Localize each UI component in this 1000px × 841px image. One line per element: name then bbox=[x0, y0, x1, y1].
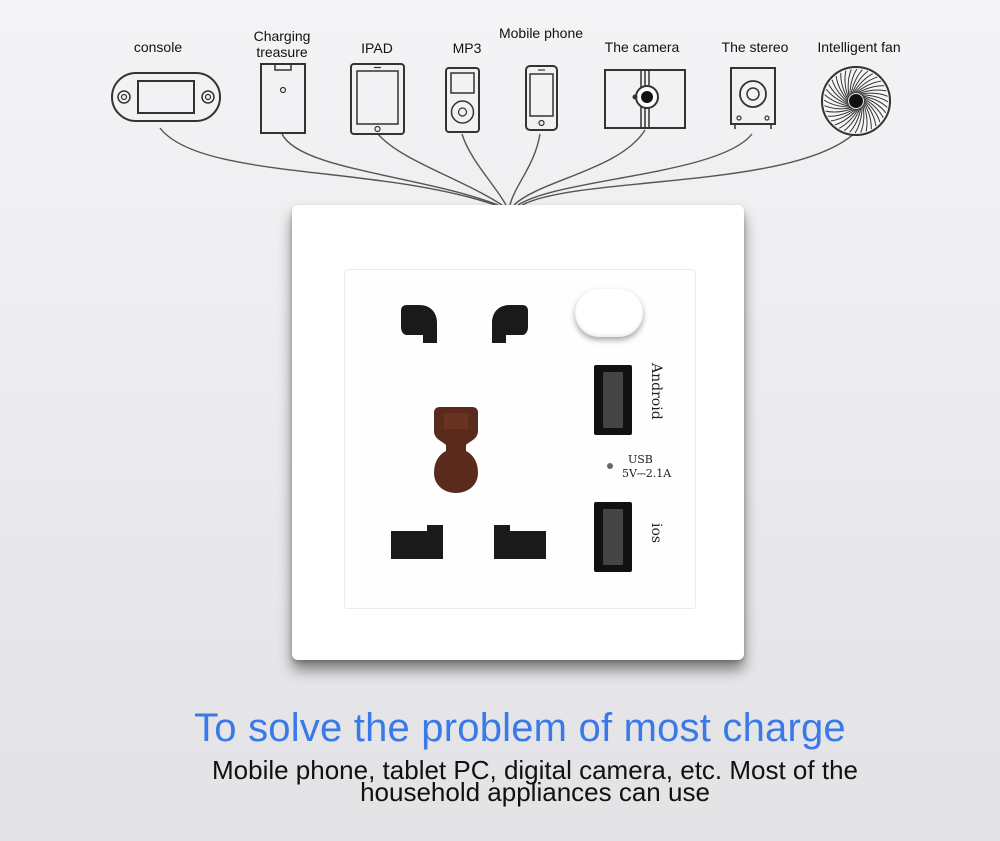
usb-spec-label: USB 5V⎓2.1A bbox=[622, 453, 671, 481]
fan-blade-line bbox=[825, 108, 854, 113]
fan-blade-line bbox=[834, 108, 858, 126]
socket-earth-hole bbox=[434, 407, 478, 493]
game-console-icon bbox=[111, 72, 221, 122]
tablet-icon bbox=[350, 63, 405, 135]
device-label-fan: Intelligent fan bbox=[817, 39, 901, 55]
fan-blade-line bbox=[840, 72, 849, 100]
usb-port-tongue bbox=[603, 509, 623, 565]
fan-blade-line bbox=[849, 68, 858, 96]
mobile-phone-icon bbox=[525, 65, 558, 131]
camera-icon bbox=[604, 69, 686, 129]
speaker-icon bbox=[730, 67, 776, 129]
fan-blade-line bbox=[863, 103, 868, 132]
fan-blade-line bbox=[854, 76, 878, 94]
socket-hole-bottom-left bbox=[391, 525, 443, 559]
fan-blade-line bbox=[825, 88, 850, 106]
fan-blade-line bbox=[852, 73, 873, 94]
fan-blade-line bbox=[855, 80, 882, 94]
usb-port-tongue bbox=[603, 372, 623, 428]
status-led bbox=[607, 463, 613, 469]
fan-blade-line bbox=[849, 107, 862, 133]
fan-blade-line bbox=[862, 95, 888, 108]
fan-blade-line bbox=[847, 69, 852, 98]
fan-blade-line bbox=[850, 69, 863, 95]
device-label-camera: The camera bbox=[604, 39, 680, 55]
device-label-stereo: The stereo bbox=[721, 39, 789, 55]
fan-blade-line bbox=[831, 79, 849, 103]
usb-spec-line2: 5V⎓2.1A bbox=[622, 467, 672, 480]
fan-icon bbox=[821, 66, 891, 136]
fan-blade-line bbox=[863, 100, 877, 127]
usb-port-ios[interactable] bbox=[594, 502, 632, 572]
device-label-console: console bbox=[133, 39, 183, 55]
usb-label-android: Android bbox=[648, 363, 664, 420]
device-label-ipad: IPAD bbox=[361, 40, 393, 56]
fan-blade-line bbox=[857, 85, 885, 94]
fan-blade-line bbox=[830, 108, 857, 122]
fan-blade-line bbox=[863, 97, 884, 118]
power-bank-icon bbox=[260, 63, 306, 134]
usb-port-android[interactable] bbox=[594, 365, 632, 435]
usb-spec-line1: USB bbox=[628, 453, 653, 466]
fan-blade-line bbox=[823, 99, 851, 108]
socket-hole-top-left bbox=[401, 305, 437, 343]
fan-blade-line bbox=[824, 105, 853, 110]
fan-blade-line bbox=[843, 107, 861, 132]
socket-hole-top-right bbox=[492, 305, 528, 343]
device-label-mobile-phone: Mobile phone bbox=[498, 25, 584, 41]
fan-blade-line bbox=[827, 108, 855, 117]
subheading-line-1: Mobile phone, tablet PC, digital camera,… bbox=[211, 755, 858, 785]
device-label-mp3: MP3 bbox=[452, 40, 482, 56]
fan-blade-line bbox=[862, 96, 887, 114]
fan-blade-line bbox=[854, 106, 863, 134]
fan-blade-line bbox=[858, 89, 887, 94]
fan-blade-line bbox=[844, 70, 849, 99]
fan-blade-line bbox=[859, 92, 888, 97]
headline-text: To solve the problem of most charge bbox=[194, 706, 846, 750]
usb-label-ios: ios bbox=[648, 523, 664, 544]
fan-blade-line bbox=[828, 84, 849, 105]
device-label-charging-treasure: Charging treasure bbox=[253, 28, 311, 60]
fan-blade-line bbox=[863, 102, 872, 130]
fan-blade-line bbox=[861, 94, 889, 103]
fan-blade-line bbox=[851, 70, 869, 95]
mp3-player-icon bbox=[445, 67, 480, 133]
fan-blade-line bbox=[839, 108, 860, 129]
fan-blade-line bbox=[824, 94, 850, 107]
wall-socket-plate: Android ios USB 5V⎓2.1A bbox=[292, 205, 744, 660]
socket-hole-bottom-right bbox=[494, 525, 546, 559]
subheading-line-2: household appliances can use bbox=[360, 777, 710, 807]
fan-blade-line bbox=[860, 104, 865, 133]
power-switch-button[interactable] bbox=[575, 289, 643, 337]
fan-blade-line bbox=[835, 75, 849, 102]
fan-blade-line bbox=[863, 99, 881, 123]
